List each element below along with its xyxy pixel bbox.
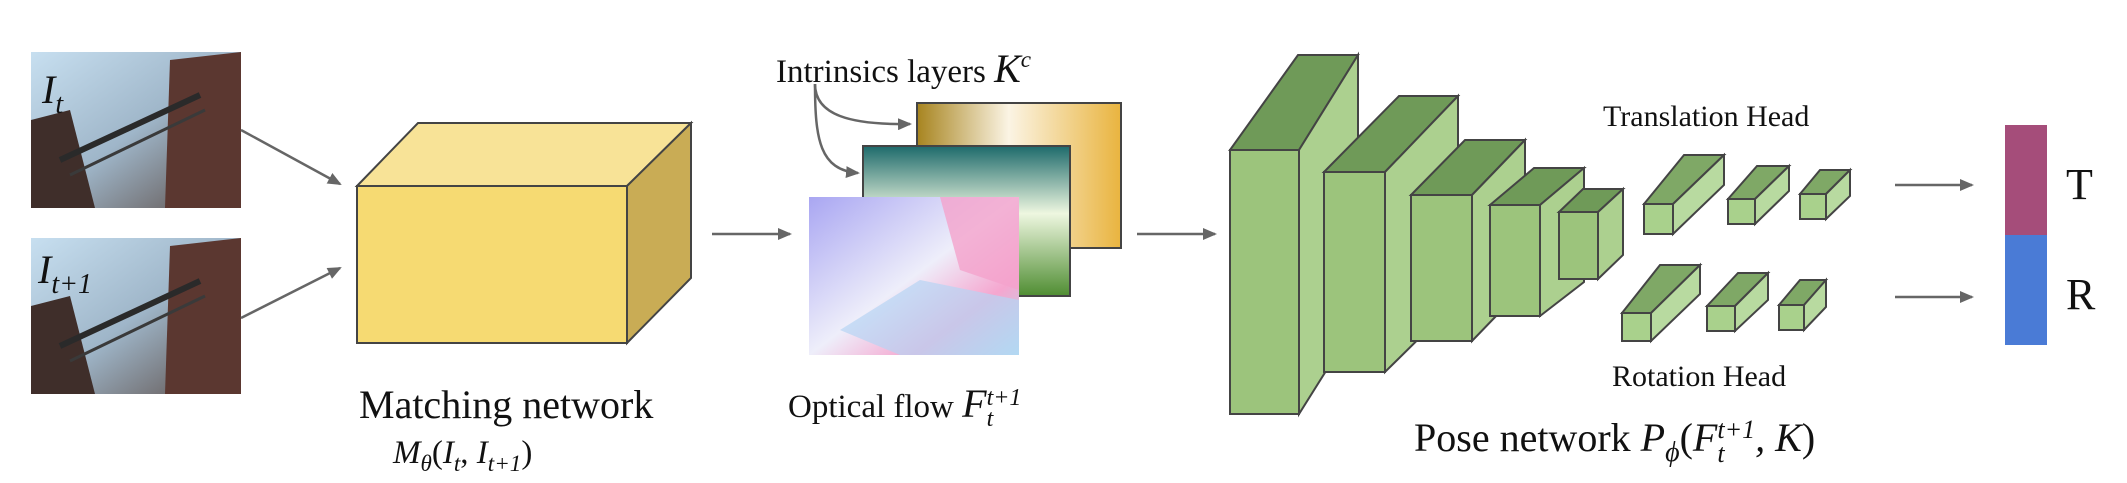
input-image-frame-t [31,52,241,208]
translation-head-blocks [1641,152,1853,237]
arrow-input-t1 [240,266,342,320]
pose-layer-3 [1410,194,1473,342]
frame-t1-subscript: t+1 [51,268,93,300]
frame-t-subscript: t [55,88,64,120]
translation-head-label: Translation Head [1603,100,1810,133]
intrinsics-pointer-curve-1 [813,83,912,131]
intrinsics-layers-label: Intrinsics layers Kc [776,46,1032,91]
intrinsics-pointer-curve-2 [813,83,860,179]
arrow-input-t [240,128,342,186]
translation-output-symbol: T [2066,160,2093,209]
pose-layer-1 [1229,149,1300,415]
optical-flow-image [809,197,1019,355]
matching-network-title: Matching network [359,382,654,427]
translation-output-bar [2005,125,2047,235]
pose-network-block [1228,51,1626,418]
rotation-block-1 [1621,312,1652,342]
translation-block-2 [1727,198,1756,225]
translation-block-1 [1643,203,1674,235]
frame-t-symbol: It [42,67,64,120]
rotation-output-symbol: R [2066,270,2096,319]
matching-front-face [356,185,628,344]
frame-t1-symbol: It+1 [38,247,93,300]
input-image-frame-t1 [31,238,241,394]
translation-block-3 [1799,193,1827,220]
matching-network-block [354,120,694,346]
pose-layer-5 [1558,211,1599,280]
pose-layer-2 [1323,171,1386,373]
rotation-block-2 [1706,305,1736,332]
rotation-head-label: Rotation Head [1612,360,1787,393]
rotation-output-bar [2005,235,2047,345]
rotation-head-blocks [1619,262,1829,344]
pose-layer-4 [1489,204,1541,317]
matching-network-formula: Mθ(It, It+1) [393,435,533,477]
rotation-block-3 [1778,304,1805,331]
